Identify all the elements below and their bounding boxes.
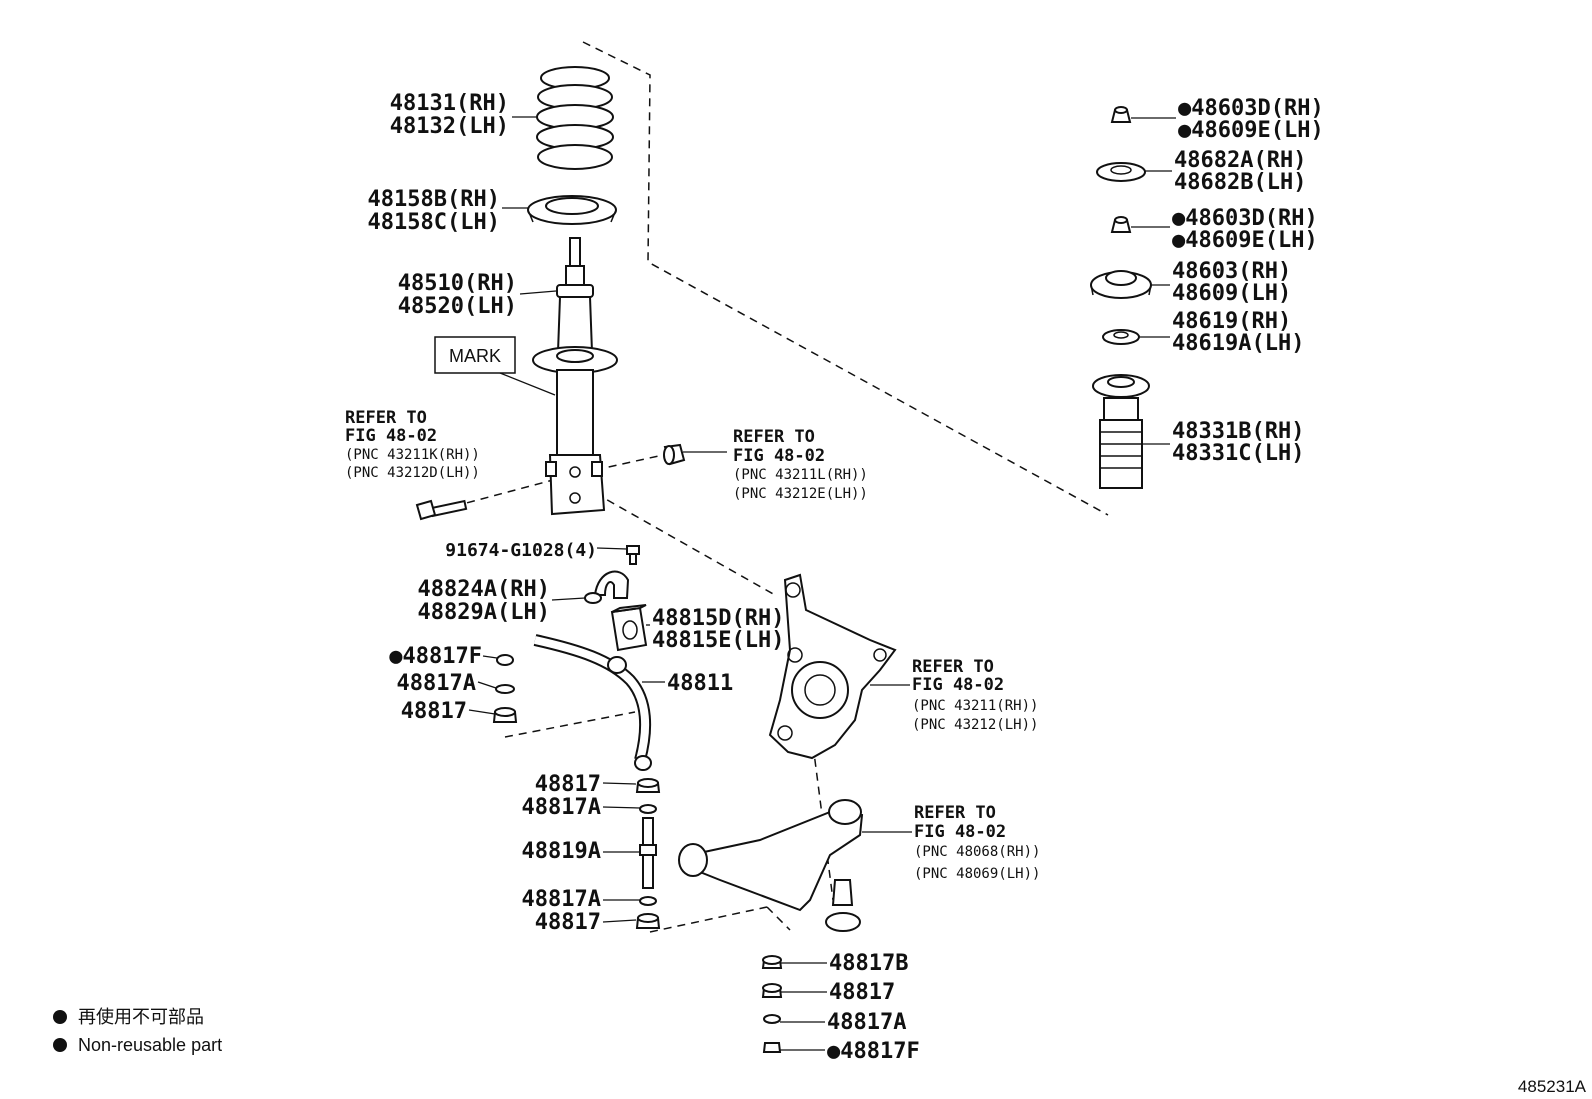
coil-spring[interactable] xyxy=(536,66,614,170)
label-coil-spring-lh: 48132(LH) xyxy=(390,114,509,139)
svg-text:FIG 48-02: FIG 48-02 xyxy=(345,426,437,446)
svg-text:(PNC 48068(RH)): (PNC 48068(RH)) xyxy=(914,844,1040,860)
label-bracket-lh: 48829A(LH) xyxy=(418,600,550,625)
svg-text:(PNC 43211K(RH)): (PNC 43211K(RH)) xyxy=(345,447,480,463)
bound-stopper[interactable] xyxy=(1092,374,1150,489)
label-ball-joint-cushion: 48817 xyxy=(829,980,895,1005)
svg-text:(PNC 43212(LH)): (PNC 43212(LH)) xyxy=(912,717,1038,733)
svg-text:(PNC 43212D(LH)): (PNC 43212D(LH)) xyxy=(345,465,480,481)
label-ball-joint-retainer: 48817B xyxy=(829,951,908,976)
label-link-top-washer: 48817A xyxy=(397,671,476,696)
strut-bolt[interactable] xyxy=(415,499,468,521)
legend-bullet-icon xyxy=(53,1038,67,1052)
upper-support[interactable] xyxy=(1090,270,1152,299)
label-upper-bearing-lh: 48682B(LH) xyxy=(1174,170,1306,195)
label-upper-support-rh: 48603(RH) xyxy=(1172,259,1291,284)
label-bound-stopper-lh: 48331C(LH) xyxy=(1172,441,1304,466)
svg-text:REFER TO: REFER TO xyxy=(733,427,815,447)
label-bound-stopper-rh: 48331B(RH) xyxy=(1172,419,1304,444)
label-shock-absorber-rh: 48510(RH) xyxy=(398,271,517,296)
label-upper-seat-rh: 48619(RH) xyxy=(1172,309,1291,334)
label-bushing-rh: 48815D(RH) xyxy=(652,606,784,631)
label-bracket-rh: 48824A(RH) xyxy=(418,577,550,602)
shock-absorber[interactable] xyxy=(532,237,618,516)
upper-seat[interactable] xyxy=(1102,329,1140,345)
stabilizer-bracket[interactable] xyxy=(584,570,630,604)
label-spring-insulator-lh: 48158C(LH) xyxy=(368,210,500,235)
label-upper-seat-lh: 48619A(LH) xyxy=(1172,331,1304,356)
lower-control-arm[interactable] xyxy=(678,799,864,932)
label-stabilizer-bar: 48811 xyxy=(667,671,733,696)
label-link-bottom-cushion: 48817 xyxy=(535,910,601,935)
label-link-top-nut: ●48817F xyxy=(389,644,482,669)
label-spring-insulator-rh: 48158B(RH) xyxy=(368,187,500,212)
svg-text:REFER TO: REFER TO xyxy=(345,408,427,428)
part-labels: 48131(RH) 48132(LH) 48158B(RH) 48158C(LH… xyxy=(368,91,1324,1064)
strut-nut[interactable] xyxy=(663,443,686,466)
legend-bullet-icon xyxy=(53,1010,67,1024)
label-link-bottom-washer: 48817A xyxy=(522,887,601,912)
svg-text:FIG 48-02: FIG 48-02 xyxy=(914,822,1006,842)
label-bracket-bolt: 91674-G1028(4) xyxy=(445,540,597,561)
svg-text:(PNC 43211(RH)): (PNC 43211(RH)) xyxy=(912,698,1038,714)
label-upper-nut-b-rh: ●48603D(RH) xyxy=(1172,206,1318,231)
refer-note-knuckle: REFER TO FIG 48-02 (PNC 43211(RH)) (PNC … xyxy=(912,657,1038,733)
link-rod[interactable] xyxy=(639,817,657,889)
label-link-top-cushion: 48817 xyxy=(401,699,467,724)
label-bushing-lh: 48815E(LH) xyxy=(652,628,784,653)
stabilizer-bar[interactable] xyxy=(533,634,652,771)
refer-note-lower-arm: REFER TO FIG 48-02 (PNC 48068(RH)) (PNC … xyxy=(914,803,1040,882)
mark-label: MARK xyxy=(449,346,501,366)
svg-text:REFER TO: REFER TO xyxy=(914,803,996,823)
upper-nut-a[interactable] xyxy=(1110,106,1132,123)
svg-text:FIG 48-02: FIG 48-02 xyxy=(912,675,1004,695)
label-link-mid-cushion: 48817 xyxy=(535,772,601,797)
legend-japanese: 再使用不可部品 xyxy=(78,1007,204,1027)
stabilizer-bushing[interactable] xyxy=(610,604,648,652)
svg-text:(PNC 43211L(RH)): (PNC 43211L(RH)) xyxy=(733,467,868,483)
label-coil-spring-rh: 48131(RH) xyxy=(390,91,509,116)
steering-knuckle[interactable] xyxy=(768,573,897,760)
refer-note-strut-nut: REFER TO FIG 48-02 (PNC 43211L(RH)) (PNC… xyxy=(733,427,868,502)
legend-english: Non-reusable part xyxy=(78,1035,222,1055)
bracket-bolt[interactable] xyxy=(626,545,640,565)
spring-insulator[interactable] xyxy=(527,195,617,225)
label-link-rod: 48819A xyxy=(522,839,601,864)
label-upper-bearing-rh: 48682A(RH) xyxy=(1174,148,1306,173)
upper-nut-b[interactable] xyxy=(1110,216,1132,233)
upper-bearing[interactable] xyxy=(1096,162,1146,182)
label-link-mid-washer: 48817A xyxy=(522,795,601,820)
link-bottom-hardware[interactable] xyxy=(635,896,661,929)
label-ball-joint-nut: ●48817F xyxy=(827,1039,920,1064)
link-mid-hardware[interactable] xyxy=(635,778,661,814)
label-ball-joint-washer: 48817A xyxy=(827,1010,906,1035)
mark-callout: MARK xyxy=(434,336,556,396)
label-upper-nut-b-lh: ●48609E(LH) xyxy=(1172,228,1318,253)
svg-text:(PNC 48069(LH)): (PNC 48069(LH)) xyxy=(914,866,1040,882)
label-upper-nut-a-rh: ●48603D(RH) xyxy=(1178,96,1324,121)
legend: 再使用不可部品 Non-reusable part xyxy=(53,1007,222,1055)
refer-note-strut-bolt: REFER TO FIG 48-02 (PNC 43211K(RH)) (PNC… xyxy=(345,408,480,481)
svg-text:(PNC 43212E(LH)): (PNC 43212E(LH)) xyxy=(733,486,868,502)
svg-text:REFER TO: REFER TO xyxy=(912,657,994,677)
ball-joint-hardware[interactable] xyxy=(761,955,783,1053)
label-shock-absorber-lh: 48520(LH) xyxy=(398,294,517,319)
svg-text:FIG 48-02: FIG 48-02 xyxy=(733,446,825,466)
leader-lines xyxy=(468,116,1176,1051)
figure-id: 485231A xyxy=(1518,1077,1587,1096)
link-top-hardware[interactable] xyxy=(492,654,518,723)
label-upper-support-lh: 48609(LH) xyxy=(1172,281,1291,306)
label-upper-nut-a-lh: ●48609E(LH) xyxy=(1178,118,1324,143)
